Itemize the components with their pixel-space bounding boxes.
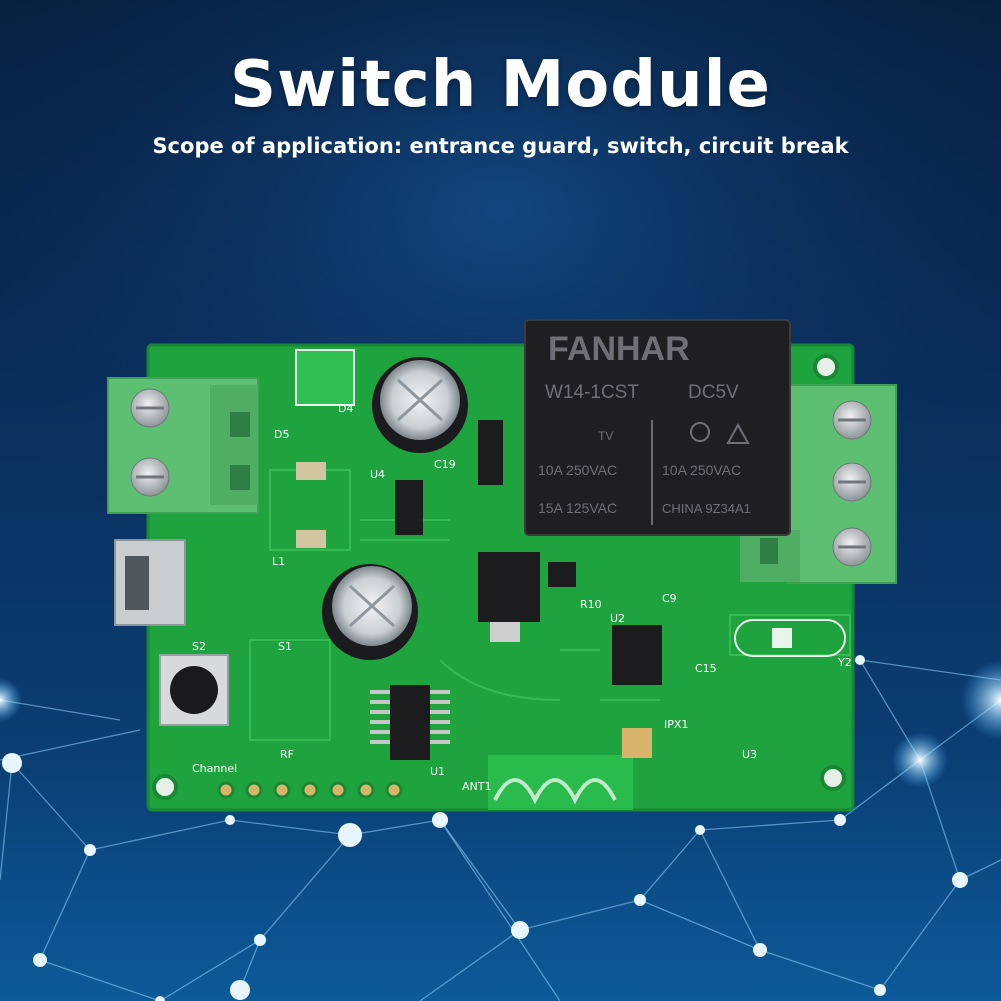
page-subtitle: Scope of application: entrance guard, sw… xyxy=(152,134,849,158)
warning-icon xyxy=(726,422,750,444)
tactile-button-s2 xyxy=(159,654,229,726)
label-y2: Y2 xyxy=(837,656,852,669)
capacitor-c19 xyxy=(372,357,468,453)
terminal-block-right xyxy=(740,384,897,584)
mounting-hole xyxy=(152,774,178,800)
ic-u1 xyxy=(390,685,430,760)
relay-brand: FANHAR xyxy=(548,330,690,368)
mounting-hole xyxy=(813,354,839,380)
label-rf: RF xyxy=(280,748,294,761)
label-c15: C15 xyxy=(695,662,717,675)
label-channel: Channel xyxy=(192,762,237,775)
diode-d4 xyxy=(478,420,503,485)
label-u3: U3 xyxy=(742,748,757,761)
label-u2: U2 xyxy=(610,612,625,625)
regulator-tab xyxy=(490,622,520,642)
light-flare xyxy=(961,660,1001,740)
transistor xyxy=(548,562,576,587)
mounting-hole xyxy=(820,765,846,791)
relay-model: W14-1CST xyxy=(545,382,639,403)
label-l1: L1 xyxy=(272,555,285,568)
ic-u2 xyxy=(612,625,662,685)
inductor-pad xyxy=(296,462,326,480)
label-ipx: IPX1 xyxy=(664,718,688,731)
relay-cert-logo xyxy=(690,422,710,442)
relay-cert: TV xyxy=(598,429,613,443)
label-c9: C9 xyxy=(662,592,677,605)
terminal-block-left xyxy=(107,377,259,514)
inductor-l1 xyxy=(296,530,326,548)
relay-rating-left-2: 15A 125VAC xyxy=(538,500,617,516)
bridge-rectifier xyxy=(295,349,355,406)
label-u1: U1 xyxy=(430,765,445,778)
page-title: Switch Module xyxy=(230,48,771,122)
relay-rating-right-2: CHINA 9Z34A1 xyxy=(662,501,751,516)
label-c19: C19 xyxy=(434,458,456,471)
light-flare xyxy=(0,678,22,722)
capacitor-c18 xyxy=(322,564,418,660)
relay-rating-right-1: 10A 250VAC xyxy=(662,462,741,478)
crystal-y2 xyxy=(734,619,846,657)
relay: FANHAR W14-1CST DC5V TV 10A 250VAC 15A 1… xyxy=(524,319,791,536)
label-s1: S1 xyxy=(278,640,292,653)
network-nodes xyxy=(2,655,968,1001)
ipx-connector xyxy=(622,728,652,758)
label-ant: ANT1 xyxy=(462,780,491,793)
label-r10: R10 xyxy=(580,598,602,611)
relay-rating-left-1: 10A 250VAC xyxy=(538,462,617,478)
label-d4: D4 xyxy=(338,402,353,415)
label-d5: D5 xyxy=(274,428,289,441)
label-s2: S2 xyxy=(192,640,206,653)
micro-usb-port xyxy=(114,539,186,626)
relay-coil: DC5V xyxy=(688,382,739,403)
label-u4: U4 xyxy=(370,468,385,481)
light-flare xyxy=(892,732,948,788)
regulator xyxy=(478,552,540,622)
ic-u4 xyxy=(395,480,423,535)
